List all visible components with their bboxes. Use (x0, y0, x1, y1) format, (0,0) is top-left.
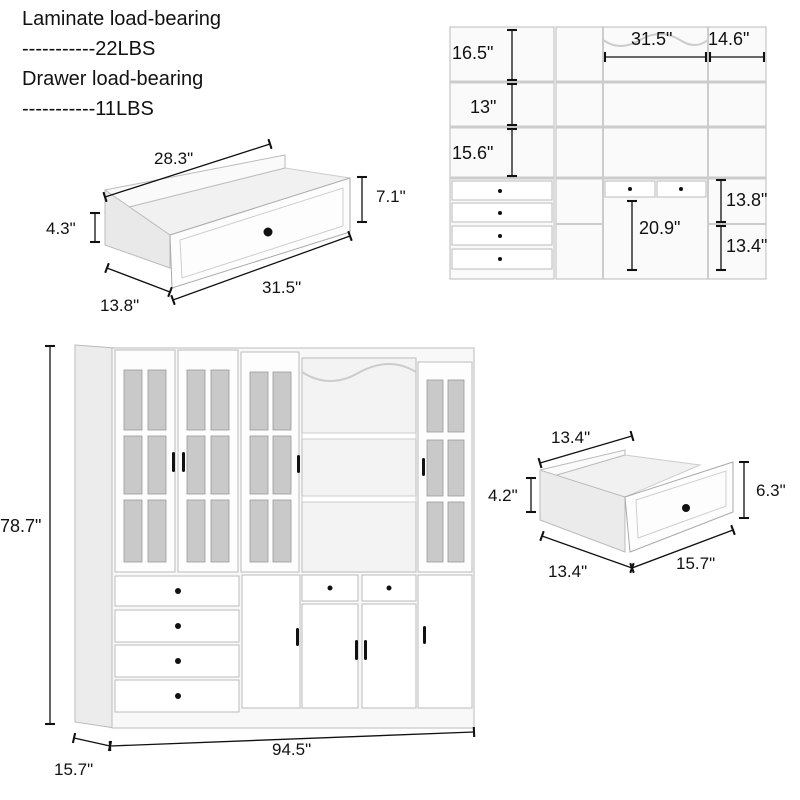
large-drawer-illustration (103, 154, 351, 289)
large-drawer-width-label: 28.3" (154, 149, 194, 168)
drawer-load-label: Drawer load-bearing (22, 68, 204, 90)
interior-cabinet-lower-label: 13.4" (726, 236, 768, 256)
small-drawer-front-height-label: 6.3" (756, 481, 786, 500)
interior-side-width-label: 14.6" (708, 29, 750, 49)
large-drawer-depth-label: 13.8" (100, 296, 140, 315)
dim-line-large-drawer-width (102, 138, 273, 203)
interior-shelf-mid-label: 13" (470, 97, 497, 117)
small-drawer-knob-icon (682, 504, 690, 512)
interior-cabinet-upper-label: 13.8" (726, 190, 768, 210)
dim-line-large-drawer-depth (104, 262, 173, 298)
cabinet-depth-label: 15.7" (54, 760, 94, 779)
interior-center-lower-label: 20.9" (639, 218, 681, 238)
small-drawer-width-label: 13.4" (551, 428, 591, 447)
small-drawer-illustration (539, 449, 734, 553)
dim-line-small-drawer-width (537, 430, 635, 469)
dim-line-small-drawer-front-width (629, 524, 736, 574)
drawer-knob-icon (263, 227, 273, 237)
dim-line-large-drawer-front-width (170, 230, 353, 306)
small-drawer-inner-height-label: 4.2" (488, 486, 518, 505)
small-drawer-front-width-label: 15.7" (676, 554, 716, 573)
dim-line-cabinet-depth (71, 732, 113, 752)
interior-shelf-top-label: 16.5" (452, 43, 494, 63)
cabinet-width-label: 94.5" (272, 740, 312, 759)
large-drawer-front-height-label: 7.1" (376, 187, 406, 206)
large-drawer-front-width-label: 31.5" (262, 278, 302, 297)
interior-center-width-label: 31.5" (631, 29, 673, 49)
interior-shelf-low-label: 15.6" (452, 143, 494, 163)
small-drawer-depth-label: 13.4" (548, 562, 588, 581)
interior-cabinet-illustration (449, 26, 767, 280)
main-cabinet-illustration (74, 344, 475, 729)
cabinet-height-label: 78.7" (0, 516, 42, 536)
laminate-load-value: -----------22LBS (22, 38, 156, 60)
drawer-load-value: -----------11LBS (22, 98, 154, 120)
dim-line-cabinet-width (108, 726, 476, 752)
large-drawer-inner-height-label: 4.3" (46, 219, 76, 238)
laminate-load-label: Laminate load-bearing (22, 8, 222, 30)
dim-line-small-drawer-depth (539, 530, 635, 574)
